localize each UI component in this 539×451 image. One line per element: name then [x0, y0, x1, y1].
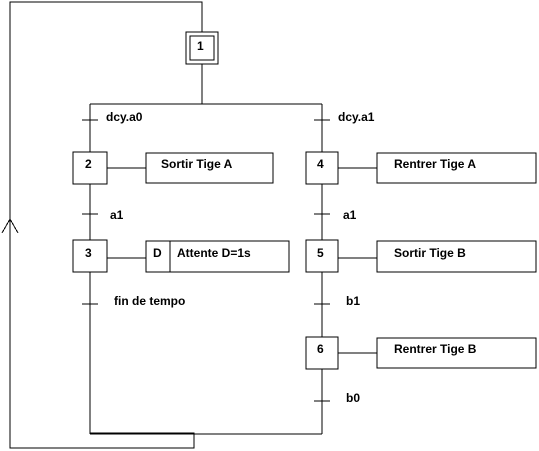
step-3-label: 3: [85, 246, 92, 260]
transition-dcy-a0-label: dcy.a0: [106, 110, 143, 124]
return-arrow-icon: [1, 217, 19, 234]
step-2-label: 2: [85, 157, 92, 171]
step-1-label: 1: [197, 39, 204, 53]
transition-fin-de-tempo-label: fin de tempo: [114, 294, 185, 308]
initial-step-1-inner: [189, 35, 215, 61]
action-sortir-tige-b-box: [376, 240, 537, 273]
action-rentrer-tige-a-box: [376, 152, 537, 184]
step-6-label: 6: [317, 342, 324, 356]
step-6-box: [305, 336, 339, 370]
action-sortir-tige-a-label: Sortir Tige A: [161, 157, 233, 171]
step-5-box: [305, 239, 339, 273]
transition-b1-label: b1: [346, 294, 360, 308]
transition-dcy-a1-label: dcy.a1: [338, 110, 375, 124]
action-sortir-tige-b-label: Sortir Tige B: [394, 246, 466, 260]
action-attente-qualifier: D: [153, 246, 162, 260]
step-5-label: 5: [317, 246, 324, 260]
transition-b0-label: b0: [346, 391, 360, 405]
action-rentrer-tige-b-label: Rentrer Tige B: [394, 342, 477, 356]
action-rentrer-tige-b-box: [376, 337, 537, 369]
transition-a1-left-label: a1: [110, 208, 124, 222]
return-loop-link: [9, 1, 203, 449]
transition-a1-right-label: a1: [343, 208, 357, 222]
step-4-label: 4: [317, 157, 324, 171]
action-rentrer-tige-a-label: Rentrer Tige A: [394, 157, 476, 171]
action-attente-label: Attente D=1s: [177, 246, 251, 260]
action-sortir-tige-a-box: [145, 152, 274, 184]
